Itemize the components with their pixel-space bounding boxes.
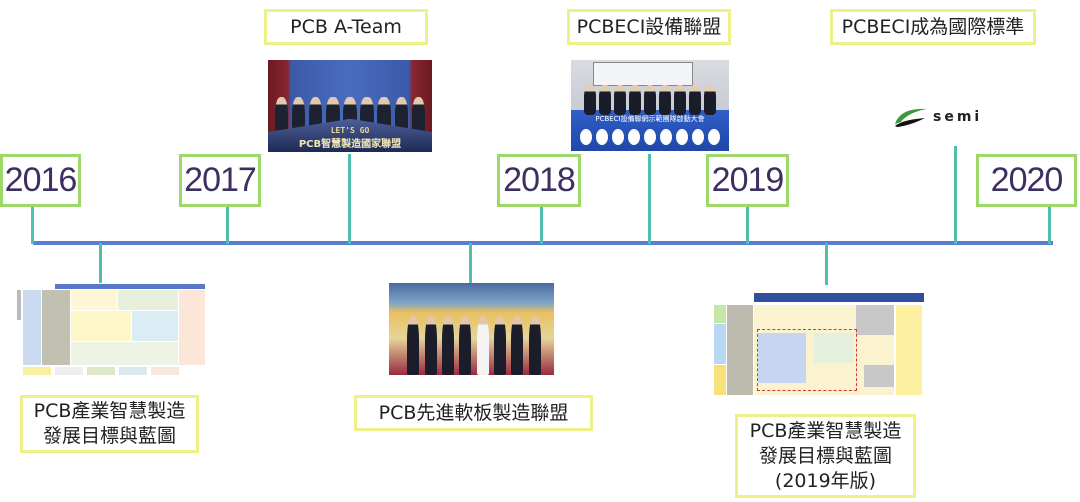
year-box-2017: 2017 xyxy=(179,154,261,207)
year-label: 2018 xyxy=(503,161,576,199)
year-label: 2019 xyxy=(711,161,785,199)
year-box-2020: 2020 xyxy=(976,154,1077,207)
semi-logo-text: semi xyxy=(933,109,983,125)
connector-roadmap-2016 xyxy=(99,243,102,283)
event-label-pcbeci-standard: PCBECI成為國際標準 xyxy=(830,9,1036,45)
connector-2020 xyxy=(1048,204,1051,244)
event-title-line1: PCB產業智慧製造 xyxy=(33,400,186,422)
connector-flex-pcb-alliance xyxy=(469,243,472,283)
event-label-pcbeci-alliance: PCBECI設備聯盟 xyxy=(567,9,731,45)
event-label-flex-pcb-alliance: PCB先進軟板製造聯盟 xyxy=(354,395,593,431)
connector-pcb-a-team xyxy=(348,154,351,244)
connector-2017 xyxy=(226,204,229,244)
year-label: 2016 xyxy=(4,161,78,199)
connector-2019 xyxy=(746,204,749,244)
pcb-a-team-photo: LET'S GO PCB智慧製造國家聯盟 xyxy=(268,60,432,152)
event-title: PCB A-Team xyxy=(290,15,402,38)
event-label-roadmap-2016: PCB產業智慧製造 發展目標與藍圖 xyxy=(20,395,199,453)
connector-pcbeci-alliance xyxy=(648,154,651,244)
photo-caption: PCBECI設備聯網示範團隊啟動大會 xyxy=(595,114,705,123)
connector-roadmap-2019 xyxy=(825,243,828,285)
event-label-roadmap-2019: PCB產業智慧製造 發展目標與藍圖 (2019年版) xyxy=(735,414,916,498)
roadmap-2019-image xyxy=(714,293,924,399)
flex-pcb-alliance-photo xyxy=(389,283,554,375)
pcbeci-alliance-photo: PCBECI設備聯網示範團隊啟動大會 xyxy=(571,60,729,151)
event-title-line1: PCB先進軟板製造聯盟 xyxy=(378,401,569,424)
roadmap-2016-image xyxy=(15,284,208,377)
event-title-line2: 發展目標與藍圖 xyxy=(42,425,176,447)
event-title-line3: (2019年版) xyxy=(774,469,877,492)
event-title-line1: PCB產業智慧製造 xyxy=(749,419,902,442)
event-title: PCBECI成為國際標準 xyxy=(841,15,1025,38)
connector-2018 xyxy=(540,204,543,244)
event-title-line2: 發展目標與藍圖 xyxy=(758,444,892,467)
timeline-axis xyxy=(33,241,1053,245)
photo-caption: LET'S GO xyxy=(330,126,370,135)
year-label: 2020 xyxy=(990,161,1064,199)
year-box-2019: 2019 xyxy=(706,154,789,207)
event-label-pcb-a-team: PCB A-Team xyxy=(264,9,428,45)
event-title: PCBECI設備聯盟 xyxy=(576,15,722,38)
year-box-2016: 2016 xyxy=(0,154,81,207)
year-box-2018: 2018 xyxy=(497,154,581,207)
semi-logo: semi xyxy=(893,106,982,128)
connector-pcbeci-standard xyxy=(954,146,957,244)
year-label: 2017 xyxy=(184,161,257,199)
semi-swoosh-icon xyxy=(895,108,927,127)
connector-2016 xyxy=(31,204,34,244)
photo-caption: PCB智慧製造國家聯盟 xyxy=(298,139,402,150)
